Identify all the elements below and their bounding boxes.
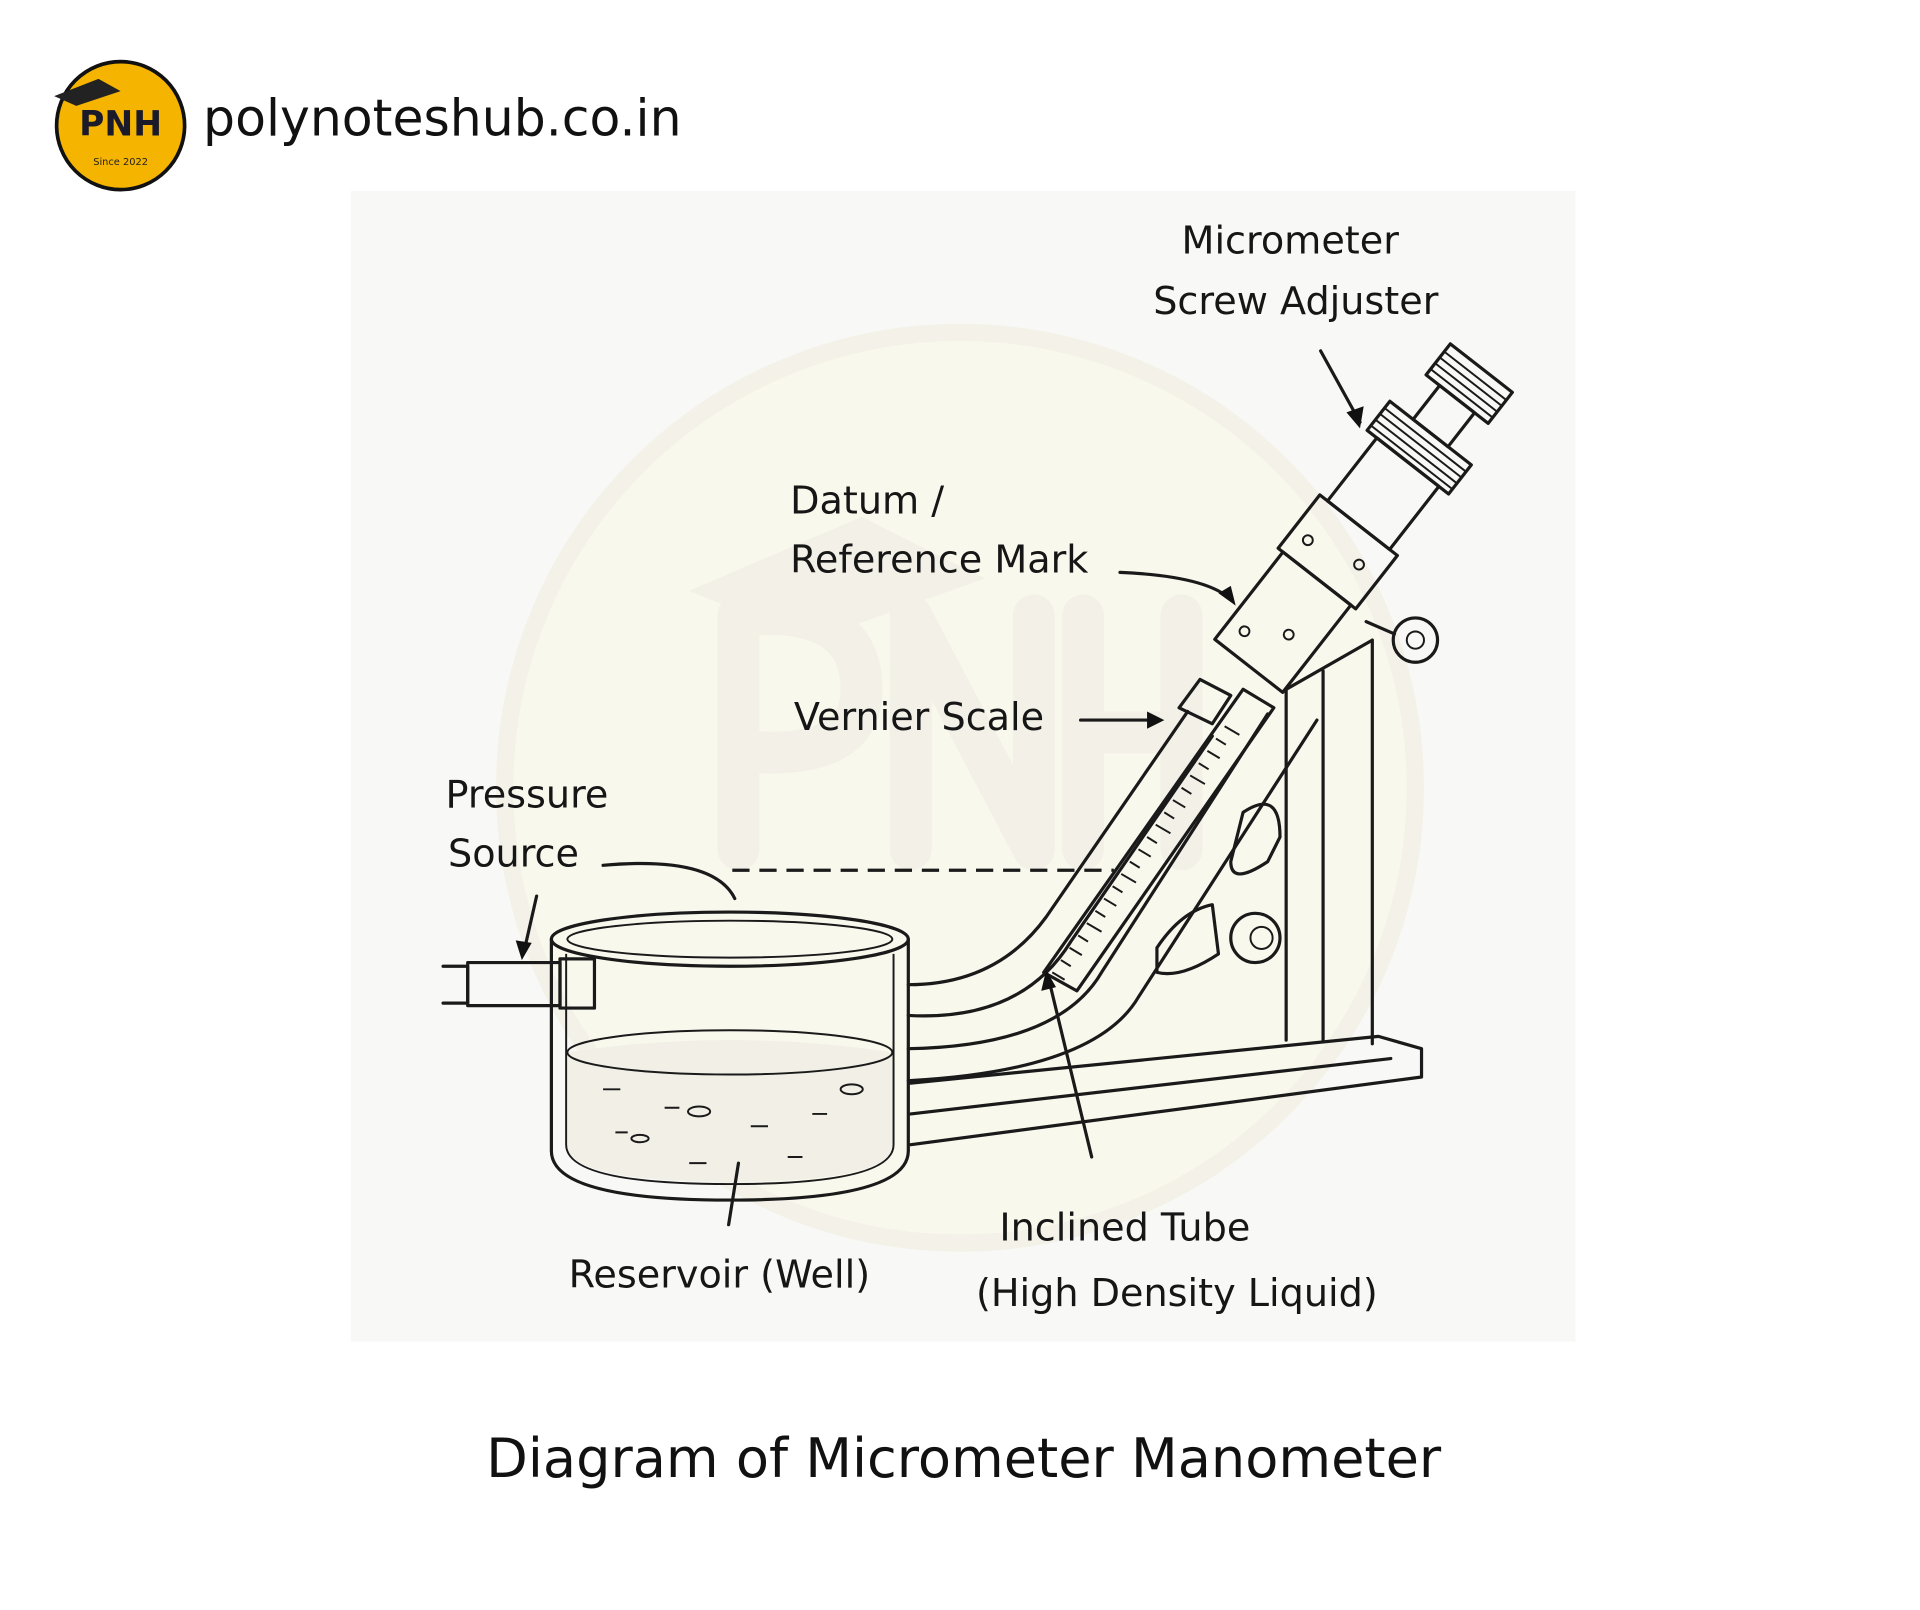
reservoir [549,910,910,1202]
label-tube-line2: (High Density Liquid) [976,1271,1378,1315]
arrow-icon [1218,585,1236,606]
vernier-slider [1177,677,1233,726]
arrow-icon [515,940,532,961]
arrow-icon [1346,406,1364,429]
watermark [495,323,1424,1252]
diagram-caption: Diagram of Micrometer Manometer [486,1427,1442,1490]
stand [909,638,1424,1147]
watermark-lettering-graphic [689,517,1203,871]
logo-tagline: Since 2022 [93,157,148,168]
pnh-logo[interactable]: PNH Since 2022 [54,59,187,192]
arrow-icon [1041,969,1056,991]
label-vernier-scale: Vernier Scale [794,695,1044,739]
micrometer-assembly [1213,342,1514,694]
label-reservoir: Reservoir (Well) [569,1252,870,1296]
arrow-icon [1147,711,1165,729]
label-tube-line1: Inclined Tube [999,1206,1250,1250]
label-pressure-line2: Source [448,832,579,876]
label-datum-line1: Datum / [790,478,944,522]
label-micrometer-line1: Micrometer [1182,219,1400,263]
locking-screw-icon [1391,616,1440,664]
pressure-inlet-pipe [441,957,597,1010]
graduation-cap-icon [54,78,121,106]
site-name[interactable]: polynoteshub.co.in [203,88,681,147]
logo-text: PNH [79,104,162,144]
scale-ticks [1051,725,1240,981]
micrometer-knob-icon [1424,342,1514,425]
leader-lines [515,349,1364,1227]
label-datum-line2: Reference Mark [790,537,1088,581]
clamp-knob-icon [1229,911,1282,965]
label-micrometer-line2: Screw Adjuster [1153,279,1438,323]
label-pressure-line1: Pressure [446,772,609,816]
